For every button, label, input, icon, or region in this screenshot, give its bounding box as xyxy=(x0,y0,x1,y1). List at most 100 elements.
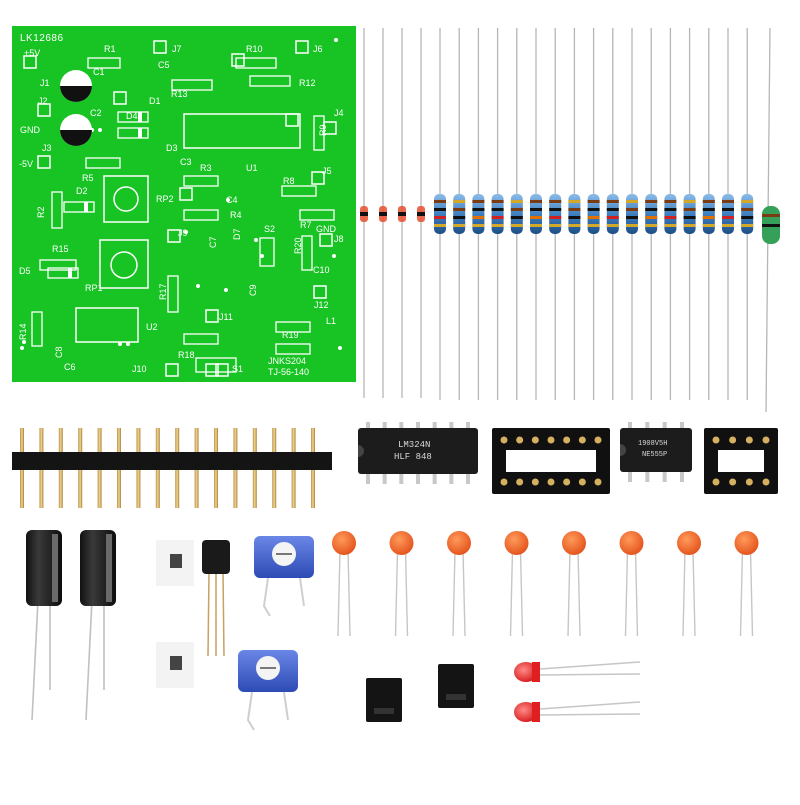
silk-r1: R1 xyxy=(104,44,116,54)
via xyxy=(22,340,26,344)
silk-j11: J11 xyxy=(219,312,233,322)
ic-pin xyxy=(382,422,387,430)
cap-lead xyxy=(85,599,93,721)
silk-u2: U2 xyxy=(146,322,158,332)
header-strip xyxy=(12,452,332,470)
via xyxy=(98,128,102,132)
ic-pin xyxy=(432,422,437,430)
pad-square xyxy=(313,285,327,299)
resistor-band xyxy=(683,224,696,227)
resistor-band xyxy=(549,224,562,227)
ic-pin xyxy=(416,472,420,484)
pcb-s2-outline xyxy=(259,237,275,267)
led-rim xyxy=(532,662,540,682)
pcb-diode-outline xyxy=(47,267,79,279)
trimmer-lead xyxy=(262,577,271,617)
ic-pin xyxy=(449,422,454,430)
via xyxy=(338,346,342,350)
silk-r8: R8 xyxy=(283,176,295,186)
resistor-band xyxy=(741,208,754,211)
resistor-band xyxy=(510,200,523,203)
silk-r17: R17 xyxy=(158,283,168,300)
silk-c7: C7 xyxy=(208,236,218,248)
resistor-band xyxy=(683,200,696,203)
socket-contact xyxy=(547,436,555,444)
via xyxy=(334,38,338,42)
ic-pin xyxy=(628,422,632,430)
silk-u1: U1 xyxy=(246,163,258,173)
resistor-band xyxy=(587,200,600,203)
socket-contact xyxy=(594,436,602,444)
via xyxy=(254,238,258,242)
resistor-band xyxy=(510,224,523,227)
silk-c2: C2 xyxy=(90,108,102,118)
socket-contact xyxy=(531,436,539,444)
pad-square xyxy=(205,363,219,377)
ne555-marking-2: NE555P xyxy=(642,451,668,459)
silk-c8: C8 xyxy=(54,346,64,358)
socket-contact xyxy=(578,436,586,444)
jumper-cap-slot xyxy=(446,694,466,700)
led-lead xyxy=(539,661,641,670)
resistor-band xyxy=(645,224,658,227)
resistor-band xyxy=(472,200,485,203)
silk-c3: C3 xyxy=(180,157,192,167)
ceramic-lead xyxy=(509,549,514,637)
pcb-resistor-outline xyxy=(299,209,335,221)
pcb-resistor-outline xyxy=(249,75,291,87)
pcb-diode-band xyxy=(138,112,142,122)
glass-diode-band xyxy=(379,212,387,216)
resistor-band xyxy=(510,208,523,211)
resistor-band xyxy=(587,216,600,219)
resistor-band xyxy=(606,208,619,211)
ceramic-cap xyxy=(619,531,644,555)
silk-s1: S1 xyxy=(232,364,244,374)
silk-m5v: -5V xyxy=(19,159,34,169)
ceramic-cap xyxy=(447,531,471,555)
pcb-diode-outline xyxy=(63,201,95,213)
pad-square xyxy=(231,53,245,67)
socket-contact xyxy=(729,478,737,486)
silk-c9: C9 xyxy=(248,284,258,296)
resistor-band xyxy=(722,224,734,227)
socket-contact xyxy=(745,478,753,486)
silk-j1: J1 xyxy=(40,78,50,88)
ic-pin xyxy=(662,470,667,482)
silk-j2: J2 xyxy=(38,96,48,106)
jumper-cap-slot xyxy=(374,708,394,714)
resistor-band xyxy=(434,224,446,227)
ic-pin xyxy=(645,422,650,430)
silk-r13: R13 xyxy=(171,89,188,99)
led-lead xyxy=(539,713,641,716)
resistor-band xyxy=(664,200,677,203)
via xyxy=(118,342,122,346)
ic-pin xyxy=(432,472,437,484)
silk-rp1: RP1 xyxy=(85,283,103,293)
resistor-band xyxy=(491,224,504,227)
resistor-band xyxy=(645,216,658,219)
silk-r20: R20 xyxy=(293,237,303,254)
pad-square xyxy=(215,363,229,377)
socket-slot xyxy=(506,450,596,472)
pad-square xyxy=(295,40,309,54)
resistor-band xyxy=(702,208,715,211)
trimmer-lead xyxy=(283,691,289,721)
ceramic-lead xyxy=(394,549,399,637)
pad-square xyxy=(311,171,325,185)
pad-square xyxy=(37,155,51,169)
resistor-band xyxy=(664,208,677,211)
socket-contact xyxy=(745,436,753,444)
socket-contact xyxy=(500,478,508,486)
socket-contact xyxy=(712,436,720,444)
resistor-band xyxy=(664,224,677,227)
ceramic-lead xyxy=(519,549,524,637)
resistor-band xyxy=(453,224,466,227)
resistor-band xyxy=(491,208,504,211)
socket-contact xyxy=(578,478,586,486)
silk-j7: J7 xyxy=(172,44,182,54)
resistor-band xyxy=(606,216,619,219)
ic-pin xyxy=(366,472,370,484)
resistor-band xyxy=(472,216,485,219)
resistor-band xyxy=(587,224,600,227)
via xyxy=(226,198,230,202)
